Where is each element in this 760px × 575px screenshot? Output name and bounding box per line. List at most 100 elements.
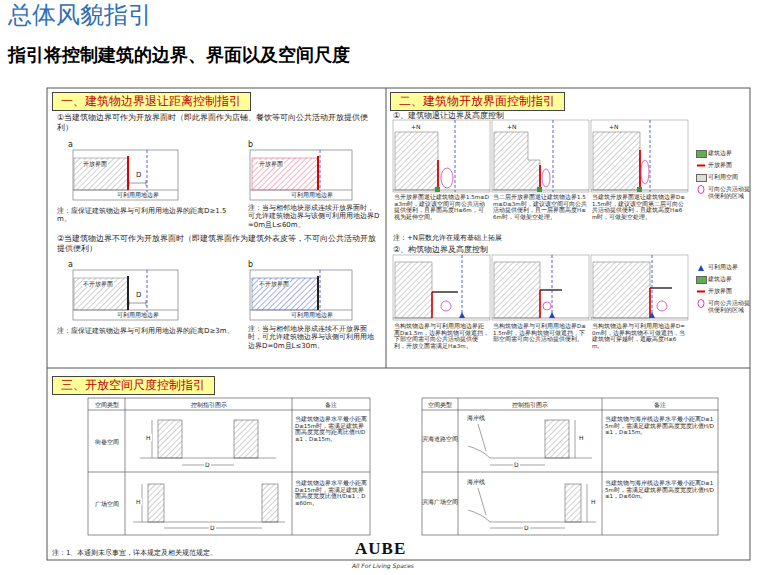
art-rect xyxy=(73,150,178,200)
art-line xyxy=(553,120,554,192)
art-line xyxy=(639,150,641,190)
art-line xyxy=(478,424,486,451)
art-line xyxy=(649,288,651,318)
art-line xyxy=(478,488,486,515)
plaza-figure xyxy=(133,484,285,528)
structure-panel-1 xyxy=(393,255,490,320)
art-line xyxy=(386,88,387,368)
legend-text: 可向公共活动提供便利的区域 xyxy=(708,299,750,313)
art-line xyxy=(455,120,456,192)
art-line xyxy=(140,458,276,459)
label-text: AUBE xyxy=(352,540,409,557)
frame xyxy=(47,88,750,560)
art-polygon xyxy=(494,262,540,318)
label-text: 指引将控制建筑的边界、界面以及空间尺度 xyxy=(8,44,350,66)
art-line xyxy=(393,190,490,191)
art-rect xyxy=(74,278,128,310)
art-rect xyxy=(250,150,352,200)
legend-shape xyxy=(698,186,704,194)
legend-text: 建筑边界 xyxy=(708,149,750,156)
art-line xyxy=(422,472,718,473)
art-line xyxy=(250,190,352,191)
coast-road-figure xyxy=(468,420,592,465)
art-rect xyxy=(492,120,589,192)
legend-symbol xyxy=(696,161,706,170)
art-line xyxy=(250,310,352,311)
art-rect xyxy=(250,270,352,320)
label-text: a xyxy=(68,260,73,270)
art-polygon xyxy=(649,312,655,318)
art-ellipse xyxy=(441,168,453,188)
art-path xyxy=(468,510,490,522)
label-text: 注：当与相邻地块形成连续开放界面时，可允许建筑物边界与该侧可利用用地边界D=0m… xyxy=(248,204,380,229)
section-header: 一、建筑物边界退让距离控制指引 xyxy=(52,92,251,111)
art-rect xyxy=(545,420,569,458)
label-text: 不开放界面 xyxy=(258,280,290,287)
art-line xyxy=(393,318,490,319)
label-text: 注：当与相邻地块形成连续不开放界面时，可允许建筑物边界与该侧可利用用地边界D=0… xyxy=(248,325,380,350)
art-line xyxy=(146,180,147,186)
art-line xyxy=(129,303,146,304)
label-text: 海岸线 xyxy=(466,414,486,421)
art-circle xyxy=(543,302,551,310)
art-line xyxy=(458,398,459,535)
section-title: 一、建筑物边界退让距离控制指引 xyxy=(61,94,242,109)
art-rect xyxy=(148,484,164,522)
legend-text: 可利用边界 xyxy=(708,263,750,270)
label-text: 当建筑物与海岸线边界水平最小距离D≥15m时，需满足建筑界面高度宽度比值H/D≤… xyxy=(605,480,716,500)
section-title: 二、建筑物开放界面控制指引 xyxy=(399,94,556,109)
art-rect xyxy=(565,484,581,522)
legend-symbol xyxy=(696,299,706,308)
label-text: 当构筑物边界与可利用用地边界D≤1.5m时，边界构筑物可做遮挡，下部空间需可向公… xyxy=(493,323,588,343)
art-rect xyxy=(537,187,542,192)
coast-plaza-figure xyxy=(468,484,596,528)
label-text: All For Living Spaces xyxy=(352,562,414,569)
art-line xyxy=(129,180,130,186)
art-circle xyxy=(657,301,667,311)
art-line xyxy=(437,160,439,190)
art-rect xyxy=(591,255,688,320)
legend-swatch xyxy=(696,174,707,182)
legend-swatch xyxy=(696,276,707,284)
art-line xyxy=(73,190,178,191)
label-text: 不开放界面 xyxy=(82,280,114,287)
label-text: H xyxy=(578,434,585,441)
art-line xyxy=(462,255,463,320)
art-polygon xyxy=(549,312,555,318)
label-text: 注：应保证建筑物边界与可利用用地边界的距离D≥1.5m。 xyxy=(57,207,237,224)
art-rect xyxy=(88,398,370,535)
art-line xyxy=(73,310,178,311)
legend-symbol xyxy=(696,185,706,194)
art-line xyxy=(125,398,126,535)
legend-text: 可向公共活动提供便利的区域 xyxy=(708,185,750,199)
label-text: D xyxy=(513,461,520,468)
art-rect xyxy=(234,420,258,458)
art-line xyxy=(539,290,541,318)
structure-panel-3 xyxy=(591,255,688,320)
label-text: 当开放界面退让建筑物边界1.5m≤D≤3m时，建议该空间可向公共活动提供便利，且… xyxy=(394,194,489,220)
legend-symbol xyxy=(696,263,706,272)
art-rect xyxy=(47,88,750,560)
art-rect xyxy=(637,187,642,192)
art-line xyxy=(552,255,553,320)
legend-shape xyxy=(698,265,704,271)
label-text: b xyxy=(248,140,253,150)
art-polygon xyxy=(593,132,640,190)
art-polygon xyxy=(395,132,438,190)
art-polygon xyxy=(494,132,540,190)
art-line xyxy=(602,398,603,535)
legend-symbol xyxy=(696,287,706,296)
facade-panel-1 xyxy=(393,120,490,192)
label-text: 注：应保证建筑物边界与可利用用地边界的距离D≥3m。 xyxy=(57,327,237,335)
setback-open-b xyxy=(250,150,352,200)
label-text: 当二层开放界面退让建筑物边界1.5m≤D≤3m时，建议该空间可向公共活动提供便利… xyxy=(493,194,588,220)
art-rect xyxy=(252,278,318,310)
art-line xyxy=(88,472,370,473)
art-line xyxy=(540,289,562,291)
label-text: D xyxy=(523,524,530,531)
label-text: D xyxy=(135,291,142,299)
label-text: 注：1、本通则未尽事宜，详本规定及相关规范规定。 xyxy=(52,549,217,557)
art-line xyxy=(317,276,319,310)
label-text: ①、建筑物退让边界及高度控制 xyxy=(393,111,504,121)
label-text: D xyxy=(209,524,216,531)
